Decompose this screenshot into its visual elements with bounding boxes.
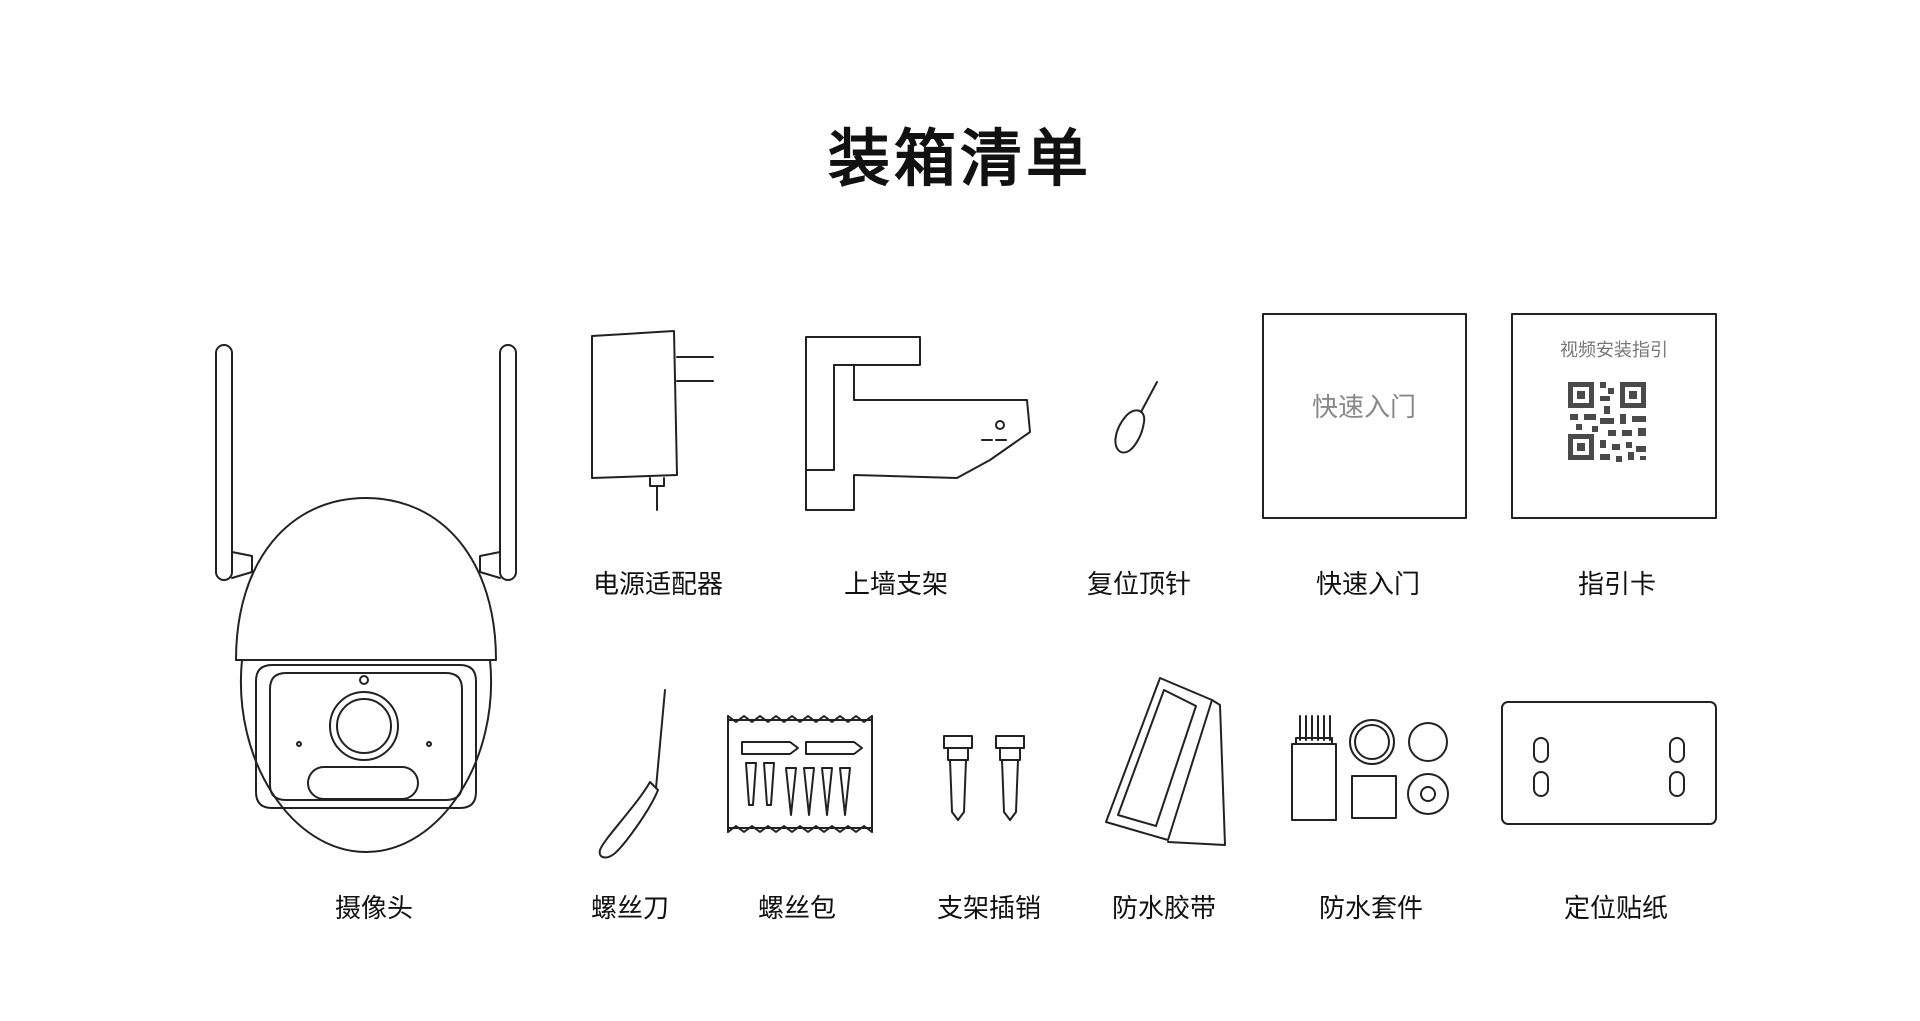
label-power-adapter: 电源适配器	[592, 570, 724, 600]
label-bracket-pins: 支架插销	[936, 894, 1042, 924]
waterproof-kit-illustration	[1291, 715, 1449, 821]
screw-pack-illustration	[727, 715, 873, 833]
reset-pin-illustration	[1114, 381, 1158, 454]
label-positioning-sticker: 定位贴纸	[1563, 894, 1669, 924]
label-reset-pin: 复位顶针	[1086, 570, 1192, 600]
quick-start-box-text: 快速入门	[1312, 393, 1416, 423]
wall-bracket-illustration	[805, 336, 1031, 511]
label-waterproof-kit: 防水套件	[1318, 894, 1424, 924]
page-title: 装箱清单	[827, 122, 1092, 195]
power-adapter-illustration	[591, 330, 714, 511]
qr-code-icon	[1568, 382, 1646, 462]
guide-card-box	[1511, 313, 1717, 519]
waterproof-tape-illustration	[1105, 677, 1226, 846]
positioning-sticker-illustration	[1501, 701, 1717, 825]
label-quick-start: 快速入门	[1315, 570, 1421, 600]
label-guide-card: 指引卡	[1577, 570, 1657, 600]
camera-illustration	[215, 344, 517, 853]
label-screwdriver: 螺丝刀	[590, 894, 670, 924]
guide-card-text: 视频安装指引	[1560, 340, 1668, 361]
screwdriver-illustration	[598, 689, 666, 859]
label-wall-bracket: 上墙支架	[843, 570, 949, 600]
quick-start-box	[1262, 313, 1467, 519]
label-screw-pack: 螺丝包	[757, 894, 837, 924]
label-waterproof-tape: 防水胶带	[1111, 894, 1217, 924]
label-camera: 摄像头	[334, 894, 414, 924]
bracket-pins-illustration	[943, 735, 1025, 821]
